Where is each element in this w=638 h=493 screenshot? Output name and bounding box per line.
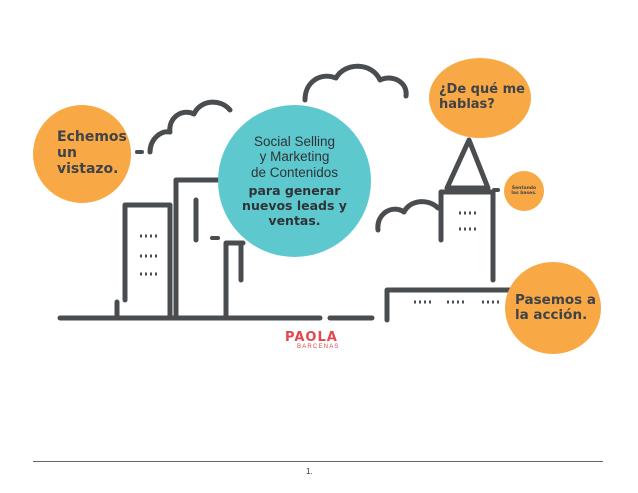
echemos-line-1: Echemos xyxy=(57,129,127,146)
sentando-line-2: las bases. xyxy=(511,191,537,196)
pasemos-line-1: Pasemos a xyxy=(515,291,597,308)
sentando-bubble: Sentando las bases. xyxy=(504,171,544,211)
right-cloud xyxy=(375,199,441,233)
logo-surname: BARCENAS xyxy=(297,344,340,350)
sentando-line-1: Sentando xyxy=(511,185,537,191)
left-building xyxy=(122,202,173,321)
ground-line xyxy=(57,299,323,321)
pasemos-line-2: la acción. xyxy=(515,307,588,323)
center-subtitle-line-2: nuevos leads y xyxy=(242,197,347,213)
windows xyxy=(140,211,499,304)
logo-name: PAOLA xyxy=(285,330,338,345)
center-title-line-3: de Contenidos xyxy=(250,164,339,180)
center-subtitle-line-3: ventas. xyxy=(268,212,321,228)
echemos-line-2: un xyxy=(57,145,77,162)
church-spire xyxy=(444,137,491,191)
footer-divider xyxy=(33,461,603,462)
echemos-bubble: Echemos un vistazo. xyxy=(33,105,131,203)
center-subtitle-line-1: para generar xyxy=(248,183,341,199)
center-subtitle: para generar nuevos leads y ventas. xyxy=(242,183,347,228)
center-title-line-2: y Marketing xyxy=(259,149,330,165)
pasemos-bubble: Pasemos a la acción. xyxy=(505,262,601,354)
dequeme-line-1: ¿De qué me xyxy=(439,82,525,98)
top-cloud xyxy=(302,63,409,103)
center-bubble: Social Selling y Marketing de Contenidos… xyxy=(218,105,371,257)
low-building xyxy=(384,287,518,323)
center-title: Social Selling y Marketing de Contenidos xyxy=(251,134,338,181)
echemos-line-3: vistazo. xyxy=(57,160,119,177)
church-body xyxy=(438,189,496,283)
dequeme-bubble: ¿De qué me hablas? xyxy=(429,58,531,138)
dequeme-line-2: hablas? xyxy=(439,97,495,112)
small-building xyxy=(223,240,246,321)
page-number: 1. xyxy=(306,467,313,476)
center-title-line-1: Social Selling xyxy=(253,133,336,149)
left-cloud xyxy=(147,99,233,155)
brand-logo: PAOLA BARCENAS xyxy=(285,330,340,350)
